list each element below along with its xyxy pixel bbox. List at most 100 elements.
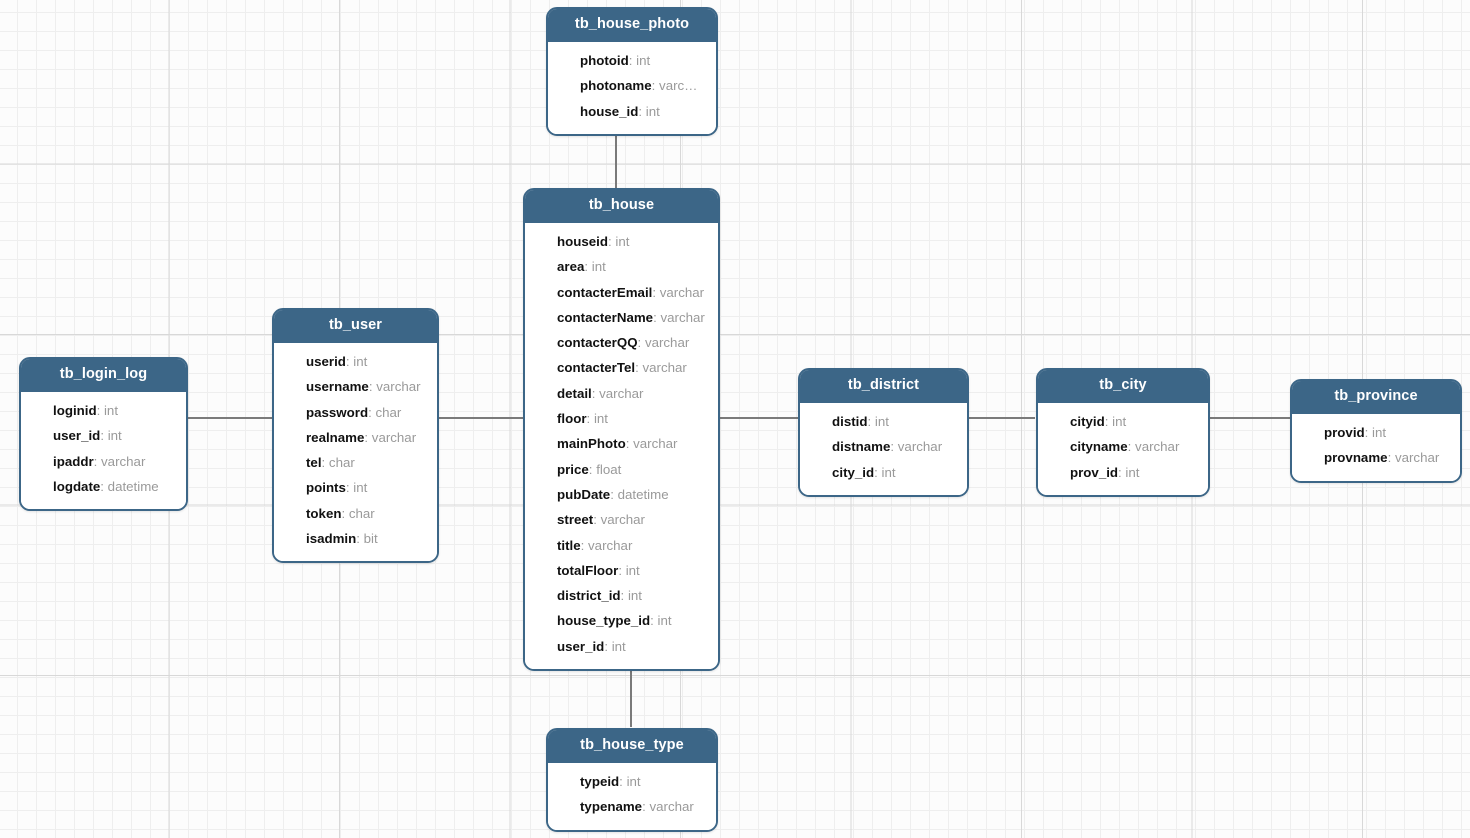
field-row: houseid: int	[525, 229, 718, 254]
field-name: mainPhoto	[557, 436, 626, 452]
field-row: distname: varchar	[800, 434, 967, 459]
field-type-sep: :	[653, 309, 661, 325]
field-name: contacterEmail	[557, 284, 653, 300]
field-type: varchar	[1394, 450, 1440, 466]
field-row: district_id: int	[525, 583, 718, 608]
table-card-tb-login-log[interactable]: tb_login_log loginid: int user_id: int i…	[19, 357, 188, 512]
field-name: user_id	[53, 428, 101, 444]
field-type-sep: :	[584, 259, 592, 275]
field-name: price	[557, 461, 589, 477]
field-type: int	[615, 233, 630, 249]
field-name: typeid	[580, 773, 620, 789]
field-type-sep: :	[610, 486, 618, 502]
field-type-sep: :	[93, 453, 102, 469]
field-row: contacterName: varchar	[525, 305, 718, 330]
connector-house-photo-to-house	[615, 130, 617, 188]
field-type-sep: :	[1127, 439, 1136, 455]
field-row: pubDate: datetime	[525, 482, 718, 507]
field-type: int	[657, 613, 672, 629]
table-fields-tb-house-type: typeid: int typename: varchar	[548, 762, 716, 830]
table-card-tb-city[interactable]: tb_city cityid: int cityname: varchar pr…	[1036, 368, 1210, 497]
field-row: prov_id: int	[1038, 460, 1208, 485]
field-row: contacterTel: varchar	[525, 355, 718, 380]
field-row: floor: int	[525, 406, 718, 431]
field-type-sep: :	[1387, 450, 1395, 466]
field-name: detail	[557, 385, 592, 401]
field-name: distname	[832, 439, 891, 455]
field-row: provname: varchar	[1292, 445, 1460, 470]
field-type: int	[353, 480, 368, 496]
table-card-tb-house-type[interactable]: tb_house_type typeid: int typename: varc…	[546, 728, 718, 832]
field-type: varchar	[371, 429, 417, 445]
field-row: mainPhoto: varchar	[525, 431, 718, 456]
field-row: user_id: int	[525, 634, 718, 659]
field-name: user_id	[557, 638, 605, 654]
table-title-tb-house-type: tb_house_type	[548, 730, 716, 763]
table-card-tb-province[interactable]: tb_province provid: int provname: varcha…	[1290, 379, 1462, 483]
field-type-sep: :	[100, 428, 108, 444]
field-name: floor	[557, 411, 587, 427]
field-type-sep: :	[593, 512, 601, 528]
field-row: photoname: varc…	[548, 73, 716, 98]
field-name: contacterName	[557, 309, 654, 325]
field-type-sep: :	[100, 478, 108, 494]
field-type: varchar	[633, 436, 678, 452]
field-name: typename	[580, 799, 643, 815]
field-type-sep: :	[368, 404, 376, 420]
field-row: distid: int	[800, 409, 967, 434]
field-type: char	[328, 455, 355, 471]
field-name: contacterTel	[557, 360, 636, 376]
field-row: userid: int	[274, 349, 437, 374]
connector-district-to-city	[968, 417, 1035, 419]
field-type: int	[625, 562, 640, 578]
table-title-tb-house: tb_house	[525, 190, 718, 223]
field-name: realname	[306, 429, 365, 445]
field-type-sep: :	[321, 455, 329, 471]
field-type-sep: :	[638, 103, 646, 119]
field-type: int	[103, 402, 119, 418]
field-type-sep: :	[618, 562, 626, 578]
field-row: cityid: int	[1038, 409, 1208, 434]
field-type: int	[1125, 464, 1140, 480]
table-fields-tb-city: cityid: int cityname: varchar prov_id: i…	[1038, 402, 1208, 495]
field-type-sep: :	[345, 353, 354, 369]
field-type-sep: :	[1104, 413, 1113, 429]
field-type: int	[645, 103, 660, 119]
table-card-tb-house-photo[interactable]: tb_house_photo photoid: int photoname: v…	[546, 7, 718, 136]
field-row: provid: int	[1292, 420, 1460, 445]
field-type: bit	[363, 531, 378, 547]
field-row: title: varchar	[525, 533, 718, 558]
table-card-tb-user[interactable]: tb_user userid: int username: varchar pa…	[272, 308, 439, 564]
field-type-sep: :	[625, 436, 634, 452]
field-type: varchar	[642, 360, 687, 376]
field-type: int	[353, 353, 368, 369]
table-fields-tb-user: userid: int username: varchar password: …	[274, 342, 437, 562]
field-row: user_id: int	[21, 423, 186, 448]
field-name: pubDate	[557, 486, 611, 502]
table-card-tb-district[interactable]: tb_district distid: int distname: varcha…	[798, 368, 969, 497]
field-type-sep: :	[635, 360, 643, 376]
field-type: int	[636, 52, 651, 68]
field-type-sep: :	[588, 461, 597, 477]
field-type-sep: :	[1118, 464, 1126, 480]
field-type: int	[874, 413, 889, 429]
field-type: int	[626, 773, 641, 789]
field-type: varchar	[600, 512, 645, 528]
field-name: logdate	[53, 478, 101, 494]
field-type: datetime	[617, 486, 669, 502]
field-name: totalFloor	[557, 562, 619, 578]
field-type: varc…	[659, 78, 698, 94]
field-row: typename: varchar	[548, 794, 716, 819]
field-row: logdate: datetime	[21, 474, 186, 499]
table-card-tb-house[interactable]: tb_house houseid: int area: int contacte…	[523, 188, 720, 671]
field-name: district_id	[557, 588, 621, 604]
field-type: int	[881, 464, 896, 480]
field-type: int	[591, 259, 606, 275]
field-row: city_id: int	[800, 460, 967, 485]
field-type: int	[611, 638, 626, 654]
field-type-sep: :	[586, 411, 594, 427]
field-type-sep: :	[580, 537, 589, 553]
field-type-sep: :	[364, 429, 372, 445]
connector-city-to-province	[1210, 417, 1290, 419]
